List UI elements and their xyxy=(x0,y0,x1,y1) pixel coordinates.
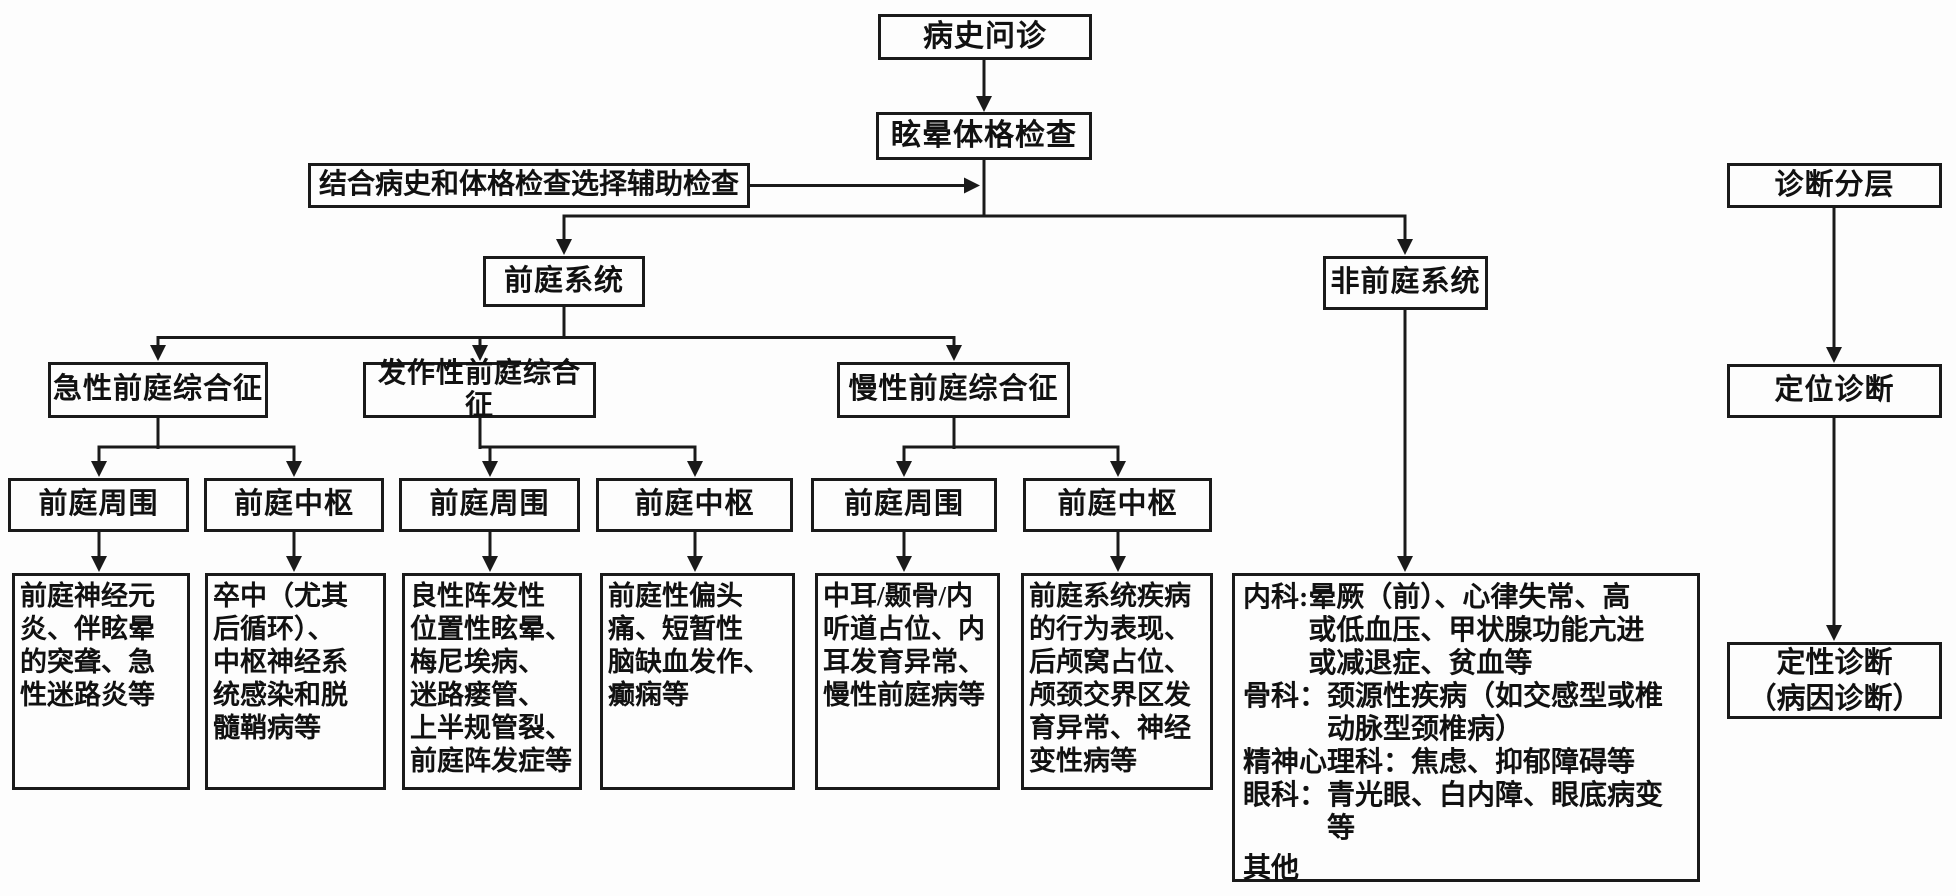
dept-internal-medicine: 内科: 晕厥（前）、心律失常、高 或低血压、甲状腺功能亢进 或减退症、贫血等 xyxy=(1243,581,1671,680)
disease-list-acute-central: 卒中（尤其 后循环）、 中枢神经系 统感染和脱 髓鞘病等 xyxy=(205,573,386,790)
non-vestibular-departments-box: 内科: 晕厥（前）、心律失常、高 或低血压、甲状腺功能亢进 或减退症、贫血等 骨… xyxy=(1232,573,1700,885)
node-episodic-vestibular-syndrome: 发作性前庭综合征 xyxy=(363,358,596,421)
dept-ophthalmology: 眼科： 青光眼、白内障、眼底病变 等 xyxy=(1243,779,1671,845)
dept-text: 颈源性疾病（如交感型或椎 动脉型颈椎病） xyxy=(1327,681,1664,745)
disease-list-episodic-peripheral: 良性阵发性 位置性眩晕、 梅尼埃病、 迷路瘘管、 上半规管裂、 前庭阵发症等 xyxy=(402,573,582,790)
dept-label: 内科: xyxy=(1243,582,1309,613)
qualitative-diagnosis-line1: 定性诊断 xyxy=(1776,646,1893,679)
disease-list-acute-peripheral: 前庭神经元 炎、伴眩晕 的突聋、急 性迷路炎等 xyxy=(12,573,190,790)
dept-label: 其他 xyxy=(1243,853,1300,884)
node-episodic-peripheral: 前庭周围 xyxy=(399,478,580,532)
node-physical-exam: 眩晕体格检查 xyxy=(876,112,1092,160)
node-vestibular-system: 前庭系统 xyxy=(483,256,645,307)
node-localization-diagnosis: 定位诊断 xyxy=(1727,364,1942,418)
node-history-taking: 病史问诊 xyxy=(878,14,1092,60)
disease-list-chronic-peripheral: 中耳/颞骨/内 听道占位、内 耳发育异常、 慢性前庭病等 xyxy=(815,573,1000,790)
node-qualitative-diagnosis: 定性诊断 （病因诊断） xyxy=(1727,642,1942,719)
dept-other: 其他 xyxy=(1243,852,1671,885)
node-non-vestibular-system: 非前庭系统 xyxy=(1323,256,1488,310)
dept-label: 骨科： xyxy=(1243,681,1328,712)
disease-list-chronic-central: 前庭系统疾病 的行为表现、 后颅窝占位、 颅颈交界区发 育异常、神经 变性病等 xyxy=(1021,573,1213,790)
node-acute-peripheral: 前庭周围 xyxy=(8,478,189,532)
node-acute-vestibular-syndrome: 急性前庭综合征 xyxy=(48,362,268,418)
node-diagnosis-stratification: 诊断分层 xyxy=(1727,163,1942,208)
qualitative-diagnosis-line2: （病因诊断） xyxy=(1747,682,1922,715)
node-chronic-central: 前庭中枢 xyxy=(1023,478,1212,532)
node-episodic-central: 前庭中枢 xyxy=(596,478,793,532)
dept-orthopedics: 骨科： 颈源性疾病（如交感型或椎 动脉型颈椎病） xyxy=(1243,680,1671,746)
dept-text: 青光眼、白内障、眼底病变 等 xyxy=(1327,780,1664,844)
dept-text: 焦虑、抑郁障碍等 xyxy=(1411,747,1636,778)
node-chronic-peripheral: 前庭周围 xyxy=(811,478,997,532)
node-chronic-vestibular-syndrome: 慢性前庭综合征 xyxy=(837,362,1070,418)
dept-psychology: 精神心理科： 焦虑、抑郁障碍等 xyxy=(1243,746,1671,779)
node-auxiliary-exam: 结合病史和体格检查选择辅助检查 xyxy=(308,163,750,208)
dept-text: 晕厥（前）、心律失常、高 或低血压、甲状腺功能亢进 或减退症、贫血等 xyxy=(1308,582,1645,679)
node-acute-central: 前庭中枢 xyxy=(204,478,384,532)
disease-list-episodic-central: 前庭性偏头 痛、短暂性 脑缺血发作、 癫痫等 xyxy=(600,573,795,790)
dept-label: 精神心理科： xyxy=(1243,747,1412,778)
dept-label: 眼科： xyxy=(1243,780,1328,811)
